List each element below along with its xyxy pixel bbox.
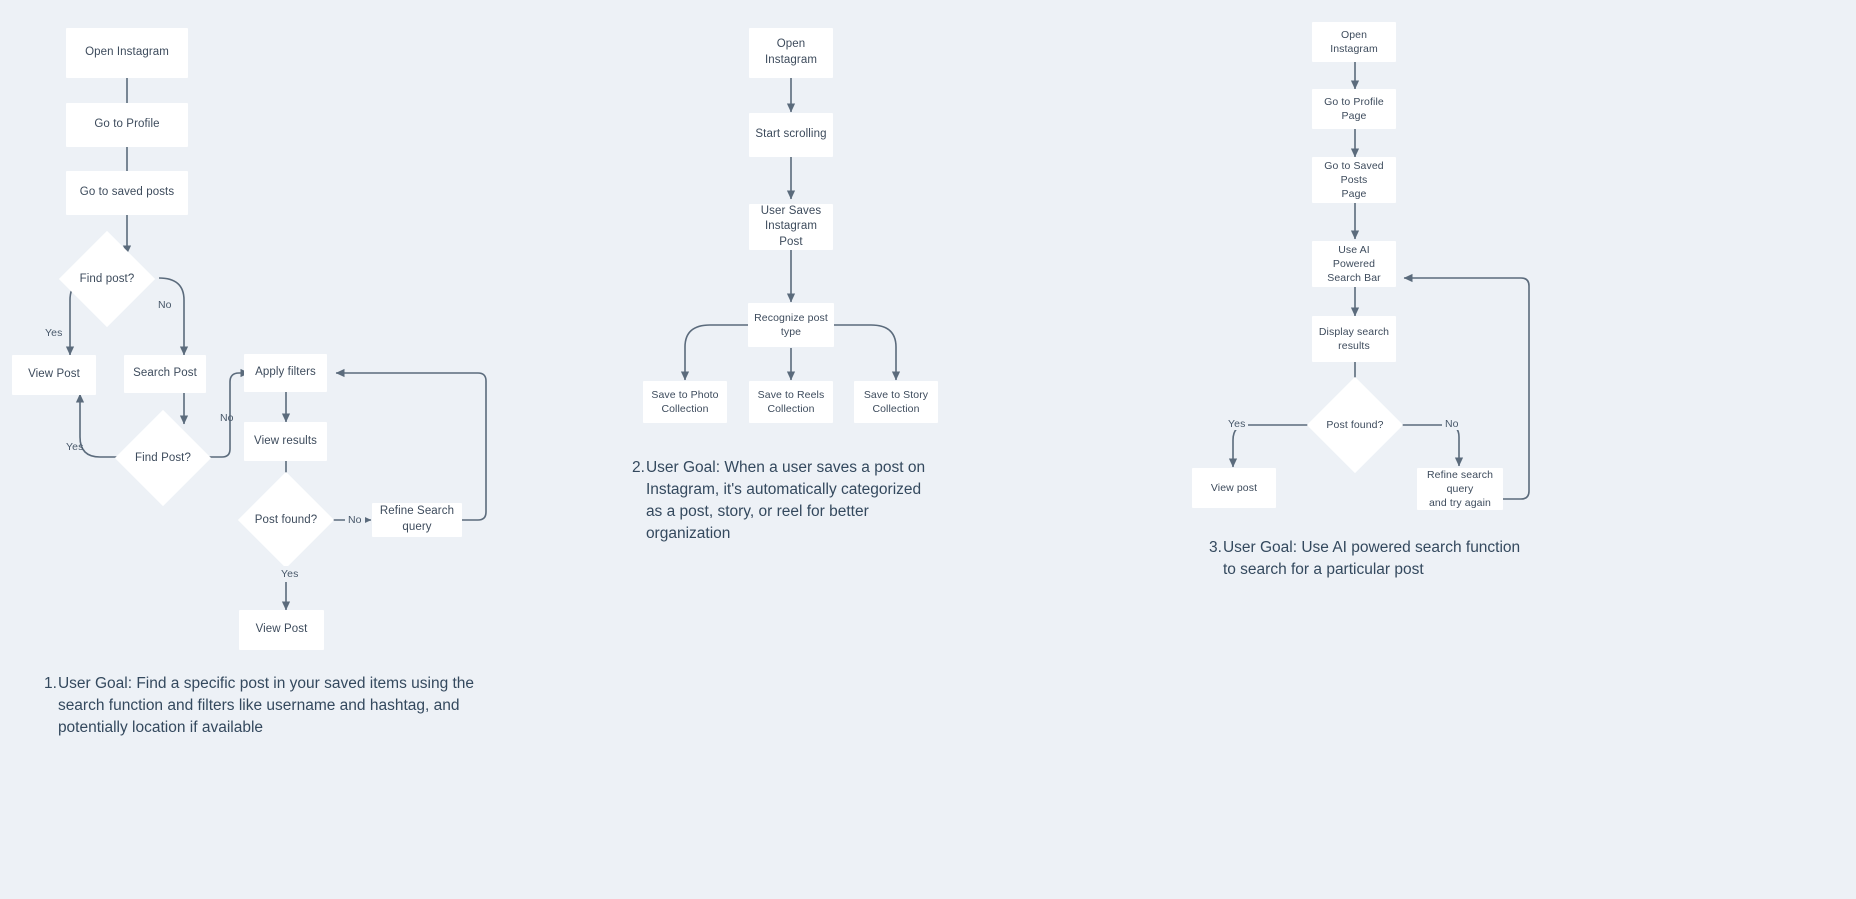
edge-label-yes-2: Yes <box>66 441 83 453</box>
edge-label-yes-3: Yes <box>278 566 302 582</box>
node-apply-filters[interactable]: Apply filters <box>244 354 327 392</box>
node-label: Save to Reels Collection <box>757 388 825 415</box>
node-label: Go to Saved Posts Page <box>1324 159 1384 201</box>
edge-label-yes-3f: Yes <box>1225 418 1249 430</box>
edge-label-text: Yes <box>281 568 299 580</box>
node-view-post-left[interactable]: View Post <box>12 355 96 395</box>
edge-label-no-2: No <box>220 412 234 424</box>
node-label: Start scrolling <box>755 128 827 141</box>
decision3-post-found[interactable]: Post found? <box>1306 376 1404 474</box>
node-label: Use AI Powered Search Bar <box>1327 243 1381 285</box>
caption-number: 3. <box>1209 539 1222 556</box>
edge-find1-no <box>158 277 189 356</box>
decision-find-post-1[interactable]: Find post? <box>58 230 156 328</box>
node-label: Open Instagram <box>1330 28 1378 55</box>
caption-1: 1. User Goal: Find a specific post in yo… <box>44 673 484 739</box>
edge-label-text: No <box>348 514 362 526</box>
node-label: Search Post <box>133 367 197 380</box>
node-label: Go to Profile Page <box>1324 95 1384 122</box>
node3-refine-search-retry[interactable]: Refine search query and try again <box>1417 468 1503 510</box>
node-view-results[interactable]: View results <box>244 422 327 461</box>
node-open-instagram-1[interactable]: Open Instagram <box>66 28 188 78</box>
edge-label-text: Yes <box>66 441 84 453</box>
edge-find2-yes <box>75 393 129 458</box>
node-label: Go to Profile <box>94 118 160 131</box>
node-label: View Post <box>28 368 80 381</box>
caption-number: 1. <box>44 675 57 692</box>
node-label: Display search results <box>1318 325 1390 352</box>
edge-label-yes-1: Yes <box>45 327 62 339</box>
node-refine-search-query[interactable]: Refine Search query <box>372 503 462 537</box>
edge-label-text: No <box>1445 418 1459 430</box>
decision-post-found-1[interactable]: Post found? <box>237 471 335 569</box>
node-label: Refine search query and try again <box>1426 468 1494 510</box>
node-view-post-final[interactable]: View Post <box>239 610 324 650</box>
node-label: View Post <box>255 623 308 636</box>
edge-label-text: Yes <box>1228 418 1246 430</box>
edge-label-text: No <box>158 299 172 311</box>
decision-label: Post found? <box>1326 419 1384 431</box>
edge-label-text: Yes <box>45 327 63 339</box>
node2-user-saves-post[interactable]: User Saves Instagram Post <box>749 204 833 250</box>
edge3-no <box>1399 424 1464 467</box>
node-go-to-saved-posts[interactable]: Go to saved posts <box>66 171 188 215</box>
node2-open-instagram[interactable]: Open Instagram <box>749 28 833 78</box>
decision-label: Find post? <box>79 273 135 285</box>
node3-go-to-saved-posts-page[interactable]: Go to Saved Posts Page <box>1312 157 1396 203</box>
node-label: Apply filters <box>255 366 316 379</box>
edge-label-no-3: No <box>345 514 365 526</box>
node2-recognize-post-type[interactable]: Recognize post type <box>748 303 834 347</box>
decision-find-post-2[interactable]: Find Post? <box>114 409 212 507</box>
edge-refine-loopback <box>335 368 487 521</box>
edge-label-no-3f: No <box>1442 418 1462 430</box>
node3-go-to-profile-page[interactable]: Go to Profile Page <box>1312 89 1396 129</box>
caption-text: User Goal: Use AI powered search functio… <box>1222 539 1521 578</box>
node-label: Refine Search query <box>379 505 455 533</box>
node3-display-search-results[interactable]: Display search results <box>1312 316 1396 362</box>
node-label: View results <box>254 434 317 447</box>
node-label: Recognize post type <box>754 311 828 338</box>
node-go-to-profile[interactable]: Go to Profile <box>66 103 188 147</box>
node2-save-reels-collection[interactable]: Save to Reels Collection <box>749 381 833 423</box>
caption-2: 2. User Goal: When a user saves a post o… <box>632 457 932 545</box>
decision-label: Find Post? <box>135 452 191 464</box>
node-search-post[interactable]: Search Post <box>124 355 206 393</box>
node-label: Open Instagram <box>85 46 169 59</box>
node2-save-story-collection[interactable]: Save to Story Collection <box>854 381 938 423</box>
node-label: Save to Story Collection <box>863 388 929 415</box>
node3-use-ai-powered-search-bar[interactable]: Use AI Powered Search Bar <box>1312 241 1396 287</box>
decision-label: Post found? <box>254 514 318 526</box>
node-label: Go to saved posts <box>79 186 175 199</box>
edge-label-text: No <box>220 412 234 424</box>
node-label: Open Instagram <box>764 38 818 66</box>
node-label: View post <box>1210 481 1258 494</box>
node2-start-scrolling[interactable]: Start scrolling <box>749 113 833 157</box>
caption-text: User Goal: When a user saves a post on I… <box>645 459 926 542</box>
node3-open-instagram[interactable]: Open Instagram <box>1312 22 1396 62</box>
node-label: User Saves Instagram Post <box>760 204 822 248</box>
caption-number: 2. <box>632 459 645 476</box>
edge3-yes <box>1228 424 1311 468</box>
caption-text: User Goal: Find a specific post in your … <box>57 675 475 736</box>
node-label: Save to Photo Collection <box>651 388 719 415</box>
node2-save-photo-collection[interactable]: Save to Photo Collection <box>643 381 727 423</box>
edge2-recognize-to-photo <box>680 324 749 381</box>
edge3-refine-loopback <box>1403 273 1530 500</box>
edge-label-no-1: No <box>158 299 172 311</box>
caption-3: 3. User Goal: Use AI powered search func… <box>1209 537 1529 581</box>
edge2-recognize-to-story <box>832 324 901 381</box>
node3-view-post[interactable]: View post <box>1192 468 1276 508</box>
